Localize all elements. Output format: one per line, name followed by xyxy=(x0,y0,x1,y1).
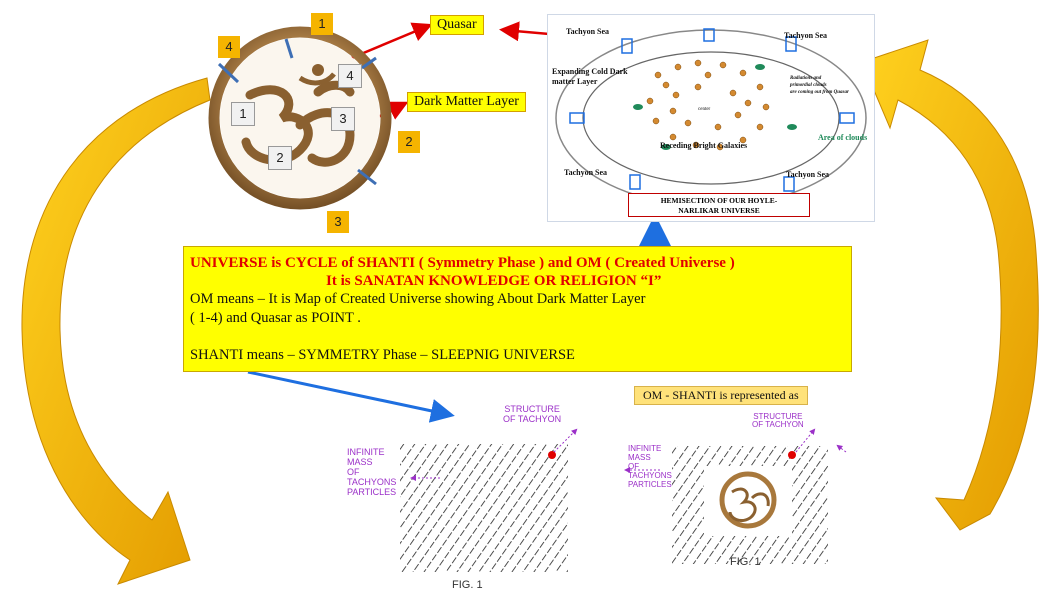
quasar-label: Quasar xyxy=(430,15,484,35)
tachyon-sea-top-right: Tachyon Sea xyxy=(784,31,828,40)
om-tick-2 xyxy=(284,38,294,59)
right-tachyon-point xyxy=(788,451,796,459)
right-infinite-line-3: OF xyxy=(628,462,640,471)
om-number-4-inner: 4 xyxy=(338,64,362,88)
tachyon-sea-bottom-right: Tachyon Sea xyxy=(786,170,830,179)
left-cycle-arrow xyxy=(21,77,211,585)
tachyon-sea-top-left: Tachyon Sea xyxy=(566,27,610,36)
om-tick-3 xyxy=(361,56,377,70)
right-figure-caption: FIG. 1 xyxy=(730,556,761,568)
radiation-line-2: primordial clouds xyxy=(790,83,827,88)
radiation-label: Radiations and primordial clouds are com… xyxy=(790,75,849,96)
left-figure-caption: FIG. 1 xyxy=(452,579,483,591)
om-number-4-left: 4 xyxy=(218,36,240,58)
hemisection-line-1: HEMISECTION OF OUR HOYLE- xyxy=(660,196,778,205)
om-tick-4 xyxy=(357,168,377,186)
right-infinite-line-2: MASS xyxy=(628,453,651,462)
explanation-line-1: UNIVERSE is CYCLE of SHANTI ( Symmetry P… xyxy=(190,255,735,271)
tachyon-sea-bottom-left: Tachyon Sea xyxy=(564,168,608,177)
expanding-line-2: matter Layer xyxy=(552,77,598,86)
left-infinite-line-5: PARTICLES xyxy=(347,487,397,497)
om-number-2-inner: 2 xyxy=(268,146,292,170)
right-infinite-line-1: INFINITE xyxy=(628,444,662,453)
left-structure-line-1: STRUCTURE xyxy=(504,404,560,414)
left-infinite-label: INFINITE MASS OF TACHYONS PARTICLES xyxy=(347,447,396,497)
explanation-line-4: ( 1-4) and Quasar as POINT . xyxy=(190,310,361,326)
left-tachyon-field xyxy=(400,444,568,572)
receding-galaxies-label: Receding Bright Galaxies xyxy=(660,141,748,150)
om-tick-1 xyxy=(217,62,240,84)
expanding-layer-label: Expanding Cold Dark matter Layer xyxy=(552,67,628,87)
radiation-line-3: are coming out from Quasar xyxy=(790,90,849,95)
right-structure-line-2: OF TACHYON xyxy=(752,420,804,429)
right-om-ring xyxy=(719,471,777,529)
expanding-line-1: Expanding Cold Dark xyxy=(552,67,628,76)
om-number-3-bottom: 3 xyxy=(327,211,349,233)
left-infinite-line-4: TACHYONS xyxy=(347,477,397,487)
hemisection-line-2: NARLIKAR UNIVERSE xyxy=(678,206,760,215)
explanation-line-3: OM means – It is Map of Created Universe… xyxy=(190,291,646,307)
right-structure-label: STRUCTURE OF TACHYON xyxy=(752,413,804,429)
explanation-line-2: It is SANATAN KNOWLEDGE OR RELIGION “I” xyxy=(326,273,662,289)
left-structure-label: STRUCTURE OF TACHYON xyxy=(503,404,561,424)
universe-hemisection-panel: Tachyon Sea Tachyon Sea Tachyon Sea Tach… xyxy=(547,14,875,222)
left-tachyon-point xyxy=(548,451,556,459)
area-of-clouds-label: Area of clouds xyxy=(818,133,868,142)
center-label: center xyxy=(698,107,711,112)
om-number-3-inner: 3 xyxy=(331,107,355,131)
box-to-figure-arrow xyxy=(247,370,455,423)
right-infinite-line-5: PARTICLES xyxy=(628,480,672,489)
om-number-1-inner: 1 xyxy=(231,102,255,126)
explanation-line-5: SHANTI means – SYMMETRY Phase – SLEEPNIG… xyxy=(190,347,575,363)
right-infinite-line-4: TACHYONS xyxy=(628,471,672,480)
om-number-2-right: 2 xyxy=(398,131,420,153)
right-structure-line-1: STRUCTURE xyxy=(753,412,803,421)
left-structure-line-2: OF TACHYON xyxy=(503,414,562,424)
right-cycle-arrow xyxy=(861,39,1039,531)
hemisection-title-box: HEMISECTION OF OUR HOYLE- NARLIKAR UNIVE… xyxy=(628,193,810,217)
left-infinite-line-1: INFINITE xyxy=(347,447,385,457)
om-shanti-label: OM - SHANTI is represented as xyxy=(634,386,808,405)
dark-matter-label: Dark Matter Layer xyxy=(407,92,526,112)
left-infinite-line-3: OF xyxy=(347,467,360,477)
explanation-box: UNIVERSE is CYCLE of SHANTI ( Symmetry P… xyxy=(183,246,852,372)
left-infinite-line-2: MASS xyxy=(347,457,373,467)
right-infinite-label: INFINITE MASS OF TACHYONS PARTICLES xyxy=(628,444,672,489)
om-number-1-top: 1 xyxy=(311,13,333,35)
universe-hemisection-drawing xyxy=(555,28,867,208)
radiation-line-1: Radiations and xyxy=(790,76,822,81)
